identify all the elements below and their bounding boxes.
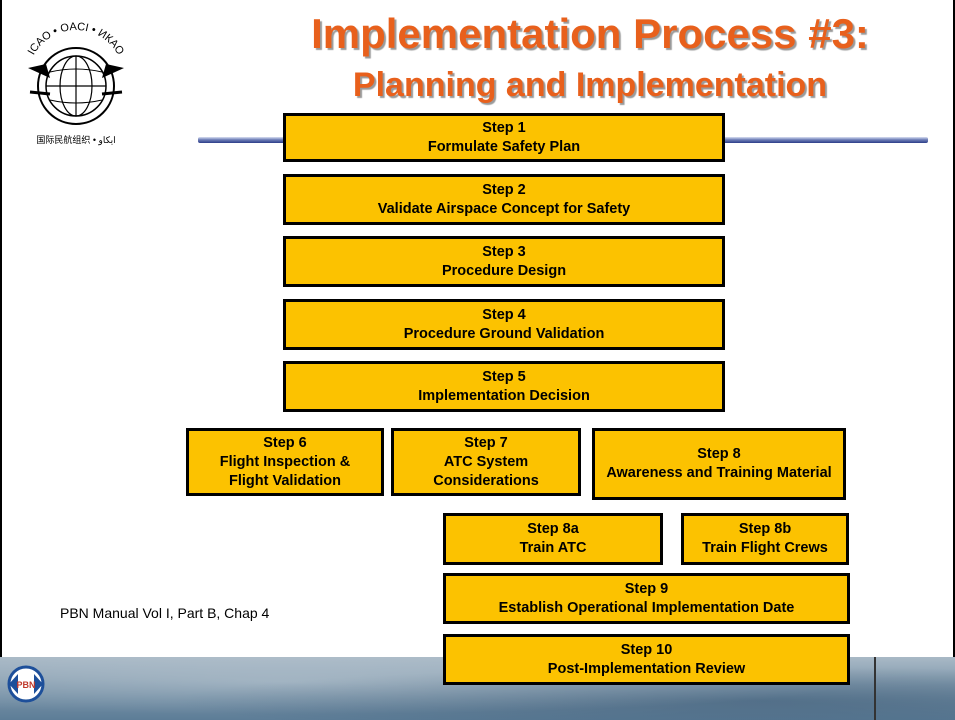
- step-label: Procedure Design: [441, 262, 567, 279]
- step-10-box: Step 10 Post-Implementation Review: [443, 634, 850, 685]
- step-8-box: Step 8 Awareness and Training Material: [592, 428, 846, 500]
- step-label: Train ATC: [519, 540, 587, 556]
- page-title: Implementation Process #3:: [311, 10, 869, 57]
- step-number: Step 8: [697, 446, 741, 462]
- step-7-box: Step 7 ATC System Considerations: [391, 428, 581, 496]
- step-number: Step 7: [464, 434, 508, 451]
- pbn-logo: PBN: [7, 665, 45, 703]
- step-9-box: Step 9 Establish Operational Implementat…: [443, 573, 850, 624]
- step-number: Step 2: [482, 181, 526, 198]
- step-label: Validate Airspace Concept for Safety: [377, 200, 631, 217]
- step-3-box: Step 3 Procedure Design: [283, 236, 725, 287]
- step-2-box: Step 2 Validate Airspace Concept for Saf…: [283, 174, 725, 225]
- step-label: Train Flight Crews: [702, 540, 828, 556]
- step-8a-box: Step 8a Train ATC: [443, 513, 663, 565]
- step-number: Step 1: [482, 119, 526, 136]
- step-number: Step 4: [482, 306, 526, 323]
- pbn-logo-text: PBN: [16, 680, 35, 690]
- step-number: Step 9: [624, 580, 669, 597]
- page-subtitle: Planning and Implementation: [352, 66, 828, 104]
- step-label-line2: Flight Validation: [229, 472, 341, 489]
- step-6-box: Step 6 Flight Inspection & Flight Valida…: [186, 428, 384, 496]
- step-label: Establish Operational Implementation Dat…: [498, 599, 795, 616]
- step-label-line1: Flight Inspection &: [219, 453, 351, 470]
- step-5-box: Step 5 Implementation Decision: [283, 361, 725, 412]
- step-label: Implementation Decision: [418, 387, 590, 404]
- step-label: Procedure Ground Validation: [403, 325, 605, 342]
- frame-right-border: [953, 0, 955, 657]
- icao-ring-text: ICAO • OACI • ИКАО: [26, 21, 127, 58]
- step-number: Step 10: [620, 641, 673, 658]
- step-label-line1: ATC System: [443, 453, 529, 470]
- step-number: Step 8b: [738, 521, 792, 537]
- step-4-box: Step 4 Procedure Ground Validation: [283, 299, 725, 350]
- step-number: Step 6: [263, 434, 307, 451]
- step-label: Awareness and Training Material: [606, 465, 832, 481]
- svg-text:ICAO • OACI • ИКАО: ICAO • OACI • ИКАО: [26, 21, 127, 58]
- frame-left-border: [0, 0, 2, 657]
- step-label-line2: Considerations: [433, 472, 539, 489]
- step-number: Step 5: [482, 368, 526, 385]
- icao-lower-text: 国际民航组织 • ايكاو: [36, 134, 115, 146]
- footer-divider: [874, 657, 876, 720]
- step-8b-box: Step 8b Train Flight Crews: [681, 513, 849, 565]
- step-label: Post-Implementation Review: [547, 660, 746, 677]
- source-reference: PBN Manual Vol I, Part B, Chap 4: [60, 605, 270, 621]
- icao-emblem-logo: ICAO • OACI • ИКАО 国际民航组织 • ايكاو: [26, 21, 127, 146]
- step-number: Step 8a: [527, 521, 579, 537]
- step-number: Step 3: [482, 243, 526, 260]
- step-1-box: Step 1 Formulate Safety Plan: [283, 113, 725, 162]
- step-label: Formulate Safety Plan: [427, 138, 581, 155]
